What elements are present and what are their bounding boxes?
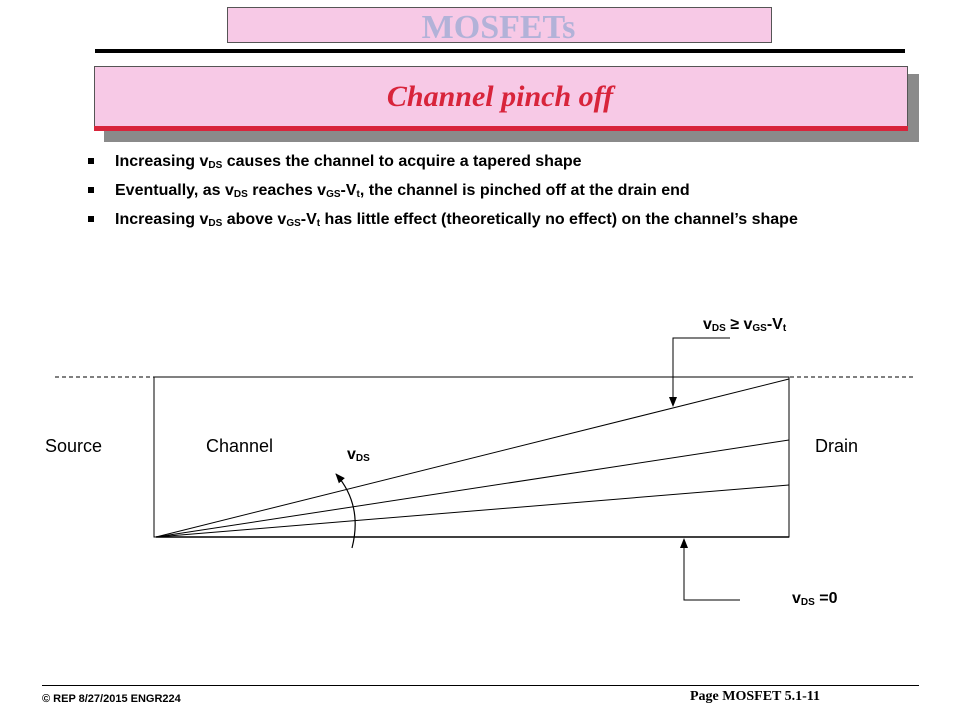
zero-condition-label: vDS =0 [792,590,838,608]
bullet-text: reaches v [247,182,327,199]
bullet-item: Increasing vDS above vGS-Vt has little e… [88,210,868,233]
bullet-text: Increasing v [115,211,209,228]
channel-box [153,376,790,538]
vds-arrow-label: vDS [347,446,370,464]
vds-symbol: v [792,590,801,607]
vds-increase-arrow [335,473,356,549]
subtitle-underline [94,126,908,131]
drain-label: Drain [815,436,859,456]
vgs-symbol: v [743,316,753,333]
title-banner [227,7,772,43]
zero-pointer-arrow [680,538,740,601]
subscript: GS [286,218,301,229]
bullet-square-icon [88,187,94,193]
bullet-item: Increasing vDS causes the channel to acq… [88,152,868,175]
pinchoff-condition-label: vDS ≥ vGS-Vt [703,316,786,334]
footer-rule [42,685,919,686]
bullet-text: -V [340,182,357,199]
vt-symbol: -V [766,316,783,333]
subscript: DS [355,453,370,464]
bullet-text: Eventually, as v [115,182,234,199]
bullet-square-icon [88,216,94,222]
vds-symbol: v [703,316,712,333]
subscript: GS [752,323,767,334]
footer-page-number: Page MOSFET 5.1-11 [690,689,821,704]
vds-symbol: v [347,446,356,463]
page-title: MOSFETs [421,9,576,46]
bullet-text: , the channel is pinched off at the drai… [359,182,690,199]
bullet-square-icon [88,158,94,164]
subscript: DS [208,218,223,229]
subtitle-banner [94,66,908,130]
subscript: t [356,189,360,200]
page-subtitle: Channel pinch off [386,80,614,113]
subscript: GS [326,189,341,200]
operator: ≥ [725,316,744,333]
value: =0 [814,590,838,607]
source-label: Source [45,436,103,456]
subscript: DS [711,323,726,334]
channel-line-low [155,484,790,538]
bullet-text: -V [300,211,317,228]
channel-line-mid [155,439,790,538]
pinchoff-pointer-arrow [669,337,730,407]
bullet-text: Increasing v [115,153,209,170]
bullet-item: Eventually, as vDS reaches vGS-Vt, the c… [88,181,868,204]
channel-line-pinchoff [155,378,790,538]
subscript: DS [233,189,248,200]
header-rule [95,49,905,53]
subscript: DS [800,597,815,608]
subscript: DS [208,160,223,171]
subscript: t [782,323,787,334]
bullet-text: above v [222,211,287,228]
channel-label: Channel [206,436,274,456]
bullet-list: Increasing vDS causes the channel to acq… [88,152,868,239]
subscript: t [316,218,321,229]
bullet-text: has little effect (theoretically no effe… [320,211,798,228]
bullet-text: causes the channel to acquire a tapered … [222,153,582,170]
footer-copyright: © REP 8/27/2015 ENGR224 [42,693,181,705]
